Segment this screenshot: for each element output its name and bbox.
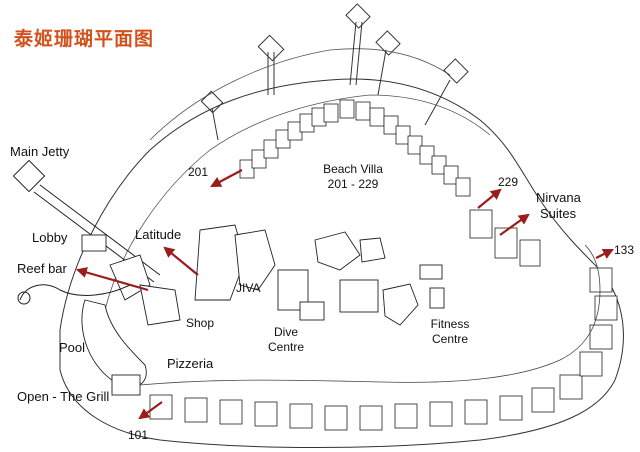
label-nirvana: Nirvana (536, 190, 581, 205)
label-201: 201 (188, 165, 209, 179)
label-229: 229 (498, 175, 519, 189)
beach-villas (239, 99, 471, 197)
map-title: 泰姬珊瑚平面图 (14, 28, 155, 50)
label-jiva: JIVA (236, 281, 261, 295)
arrows (75, 169, 614, 420)
beach-path (104, 94, 491, 311)
label-pizzeria: Pizzeria (167, 356, 214, 371)
lobby-complex (81, 234, 181, 396)
top-jetties (200, 3, 469, 141)
label-133: 133 (614, 243, 635, 257)
label-beach-villa: Beach Villa (323, 162, 383, 176)
label-lobby: Lobby (32, 230, 68, 245)
bottom-boardwalk (139, 244, 601, 386)
reef-bar-arm (19, 284, 131, 301)
nirvana-suites (469, 209, 541, 267)
label-fitness-centre: Centre (431, 332, 469, 346)
label-dive-centre: Centre (267, 340, 305, 354)
reef-bar-end (17, 291, 31, 305)
label-pool: Pool (59, 340, 86, 355)
island-outline (59, 78, 624, 448)
outer-path (149, 48, 451, 141)
bottom-villas (149, 267, 618, 431)
label-latitude: Latitude (135, 227, 182, 242)
label-beach-villa-range: 201 - 229 (327, 177, 379, 191)
label-101: 101 (128, 428, 149, 442)
label-main-jetty: Main Jetty (10, 144, 70, 159)
central-buildings (194, 224, 445, 326)
label-open-grill: Open - The Grill (17, 389, 110, 404)
label-suites: Suites (540, 206, 577, 221)
label-shop: Shop (186, 316, 215, 330)
label-reef-bar: Reef bar (17, 261, 67, 276)
label-dive: Dive (273, 325, 298, 339)
label-fitness: Fitness (430, 317, 470, 331)
